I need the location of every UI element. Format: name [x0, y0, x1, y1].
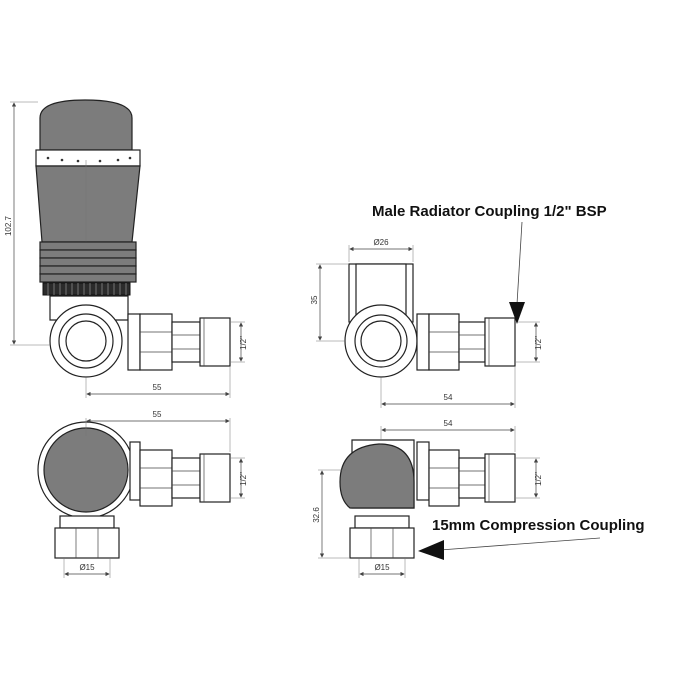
union-shoulder-2: [416, 313, 430, 371]
callout-compression-arrowhead: [418, 540, 444, 560]
scale-ticks: [46, 156, 132, 163]
valve-port-inner-2: [360, 320, 402, 362]
view-top-spindle: 54 1/2" 32.6 Ø15: [312, 419, 543, 578]
dim-height-35: 35: [310, 295, 319, 304]
dim-width-c: 54: [444, 393, 453, 402]
compression-shoulder: [59, 515, 115, 529]
dim-thread-c: 1/2": [239, 472, 248, 486]
dim-dia-15-a: Ø15: [79, 563, 95, 572]
compression-nut: [54, 527, 120, 559]
callout-male-leader: [516, 221, 523, 305]
head-top-disc: [43, 427, 129, 513]
compression-shoulder-2: [354, 515, 410, 529]
tail-nut: [171, 321, 201, 363]
compression-nut-2: [349, 527, 415, 559]
head-scale-ring: [35, 149, 141, 167]
callout-compression-coupling: 15mm Compression Coupling: [418, 517, 645, 560]
union-shoulder-4: [416, 441, 430, 501]
callout-male-coupling: Male Radiator Coupling 1/2" BSP: [372, 203, 607, 324]
union-shoulder: [127, 313, 141, 371]
male-thread-tail-3: [199, 453, 231, 503]
callout-male-label: Male Radiator Coupling 1/2" BSP: [372, 203, 607, 220]
head-body: [35, 165, 141, 243]
tail-nut-4: [458, 457, 486, 499]
dim-width-b: 55: [153, 410, 162, 419]
dim-head-height: 102.7: [4, 215, 13, 236]
callout-compression-label: 15mm Compression Coupling: [432, 517, 645, 534]
dim-thread-a: 1/2": [239, 336, 248, 350]
callout-compression-leader: [439, 537, 601, 551]
dim-width-a: 55: [153, 383, 162, 392]
view-front-spindle: Ø26 35 1/2" 54: [310, 238, 543, 408]
tail-nut-3: [171, 457, 201, 499]
callout-male-arrowhead: [509, 302, 525, 324]
union-hex-nut-3: [139, 449, 173, 507]
dim-dia-26: Ø26: [373, 238, 389, 247]
union-hex-nut-4: [428, 449, 460, 507]
union-hex-nut: [139, 313, 173, 371]
view-front-with-head: 102.7 1/2" 55: [4, 99, 248, 398]
dim-height-32: 32.6: [312, 507, 321, 523]
dim-width-d: 54: [444, 419, 453, 428]
tail-nut-2: [458, 321, 486, 363]
union-hex-nut-2: [428, 313, 460, 371]
head-cap: [39, 99, 133, 151]
dim-thread-b: 1/2": [534, 336, 543, 350]
dim-thread-d: 1/2": [534, 472, 543, 486]
male-thread-tail-4: [484, 453, 516, 503]
head-grip-rings: [39, 241, 137, 283]
male-thread-tail-2: [484, 317, 516, 367]
head-lock-nut: [42, 282, 131, 296]
view-top-with-head: 55 1/2" Ø15: [37, 410, 248, 578]
body-top-disc: [339, 443, 415, 509]
male-thread-tail: [199, 317, 231, 367]
union-shoulder-3: [129, 441, 141, 501]
dim-dia-15-b: Ø15: [374, 563, 390, 572]
valve-port-inner: [65, 320, 107, 362]
